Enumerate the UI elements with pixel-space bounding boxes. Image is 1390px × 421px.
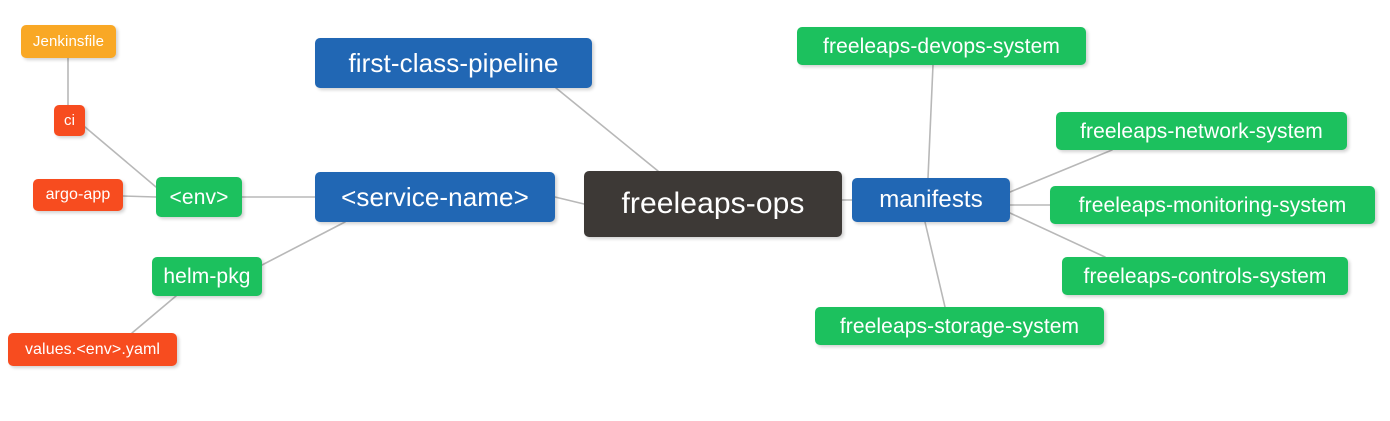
mindmap-node-label-freeleaps-storage-system: freeleaps-storage-system (839, 314, 1080, 338)
mindmap-node-label-freeleaps-network-system: freeleaps-network-system (1080, 119, 1323, 143)
mindmap-node-ci[interactable]: ci (54, 105, 85, 136)
mindmap-node-label-jenkinsfile: Jenkinsfile (32, 33, 105, 50)
mindmap-node-helm-pkg[interactable]: helm-pkg (152, 257, 262, 296)
mindmap-node-values-env-yaml[interactable]: values.<env>.yaml (8, 333, 177, 366)
mindmap-node-freeleaps-monitoring-system[interactable]: freeleaps-monitoring-system (1050, 186, 1375, 224)
mindmap-node-label-argo-app: argo-app (45, 186, 111, 203)
mindmap-node-freeleaps-ops[interactable]: freeleaps-ops (584, 171, 842, 237)
mindmap-node-manifests[interactable]: manifests (852, 178, 1010, 222)
mindmap-node-freeleaps-devops-system[interactable]: freeleaps-devops-system (797, 27, 1086, 65)
mindmap-node-label-values-env-yaml: values.<env>.yaml (24, 340, 161, 358)
mindmap-node-jenkinsfile[interactable]: Jenkinsfile (21, 25, 116, 58)
mindmap-node-freeleaps-network-system[interactable]: freeleaps-network-system (1056, 112, 1347, 150)
edge-freeleaps-ops-to-service-name (554, 196, 585, 205)
edge-manifests-to-freeleaps-devops-system (927, 64, 934, 179)
edge-env-to-argo-app (122, 195, 157, 198)
edge-freeleaps-ops-to-first-class-pipeline (555, 87, 659, 172)
edge-helm-pkg-to-values-env-yaml (131, 295, 177, 334)
mindmap-node-label-helm-pkg: helm-pkg (163, 265, 251, 288)
mindmap-node-label-freeleaps-ops: freeleaps-ops (621, 187, 805, 220)
mindmap-node-freeleaps-controls-system[interactable]: freeleaps-controls-system (1062, 257, 1348, 295)
mindmap-node-label-env: <env> (169, 185, 229, 209)
mindmap-node-label-first-class-pipeline: first-class-pipeline (348, 48, 559, 78)
mindmap-node-label-freeleaps-controls-system: freeleaps-controls-system (1083, 264, 1327, 288)
mindmap-node-freeleaps-storage-system[interactable]: freeleaps-storage-system (815, 307, 1104, 345)
mindmap-node-env[interactable]: <env> (156, 177, 242, 217)
edge-env-to-ci (84, 126, 157, 188)
mindmap-node-service-name[interactable]: <service-name> (315, 172, 555, 222)
mindmap-node-label-freeleaps-monitoring-system: freeleaps-monitoring-system (1078, 193, 1347, 217)
mindmap-node-label-ci: ci (63, 112, 76, 129)
edge-manifests-to-freeleaps-storage-system (924, 221, 946, 308)
mindmap-node-first-class-pipeline[interactable]: first-class-pipeline (315, 38, 592, 88)
mindmap-node-label-freeleaps-devops-system: freeleaps-devops-system (823, 34, 1060, 58)
mindmap-node-argo-app[interactable]: argo-app (33, 179, 123, 211)
mindmap-node-label-service-name: <service-name> (341, 182, 529, 212)
mindmap-node-label-manifests: manifests (879, 186, 983, 213)
edge-service-name-to-helm-pkg (261, 221, 346, 266)
